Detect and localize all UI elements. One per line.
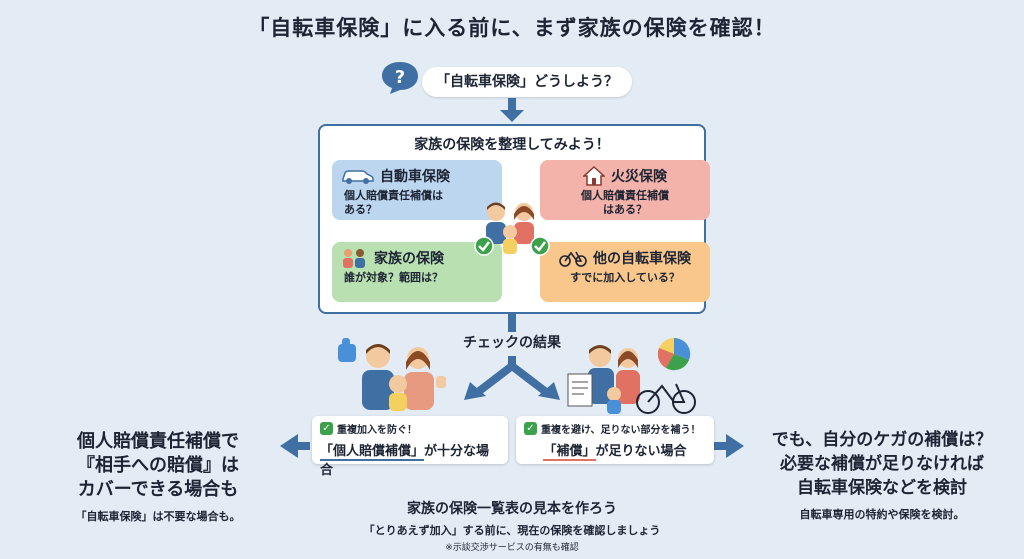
left-line-2: 『相手への賠償』は bbox=[77, 455, 239, 476]
card-sub: 個人賠償責任補償は ある？ bbox=[344, 189, 443, 216]
car-icon bbox=[342, 170, 374, 184]
family-icon bbox=[343, 249, 365, 268]
left-note: 「自転車保険」は不要な場合も。 bbox=[75, 510, 241, 523]
organize-title: 家族の保険を整理してみよう！ bbox=[414, 137, 610, 153]
family-document-illustration bbox=[567, 337, 696, 414]
left-line-1: 個人賠償責任補償で bbox=[77, 431, 239, 452]
result-highlight: 「補償」 bbox=[543, 444, 596, 461]
card-title: 家族の保険 bbox=[374, 251, 444, 267]
card-sub: 誰が対象？範囲は？ bbox=[344, 271, 443, 284]
result-box-sufficient: ✓ 重複加入を防ぐ！ 「個人賠償補償」が十分な場合 bbox=[312, 416, 508, 478]
result-box-insufficient: ✓ 重複を避け、足りない部分を補う！ 「補償」が足りない場合 bbox=[516, 416, 714, 464]
card-title: 他の自転車保険 bbox=[593, 251, 691, 267]
card-sub: 個人賠償責任補償 はある？ bbox=[581, 189, 669, 216]
result-top-text: 重複を避け、足りない部分を補う！ bbox=[541, 425, 701, 436]
bottom-message: 家族の保険一覧表の見本を作ろう 「とりあえず加入」する前に、現在の保険を確認しま… bbox=[300, 498, 724, 553]
right-line-2: 必要な補償が足りなければ bbox=[780, 454, 984, 474]
card-other-bicycle-insurance: 他の自転車保険 すでに加入している？ bbox=[540, 242, 710, 302]
right-note: 自転車専用の特約や保険を検討。 bbox=[799, 508, 965, 521]
bottom-line-3: ※示談交渉サービスの有無も確認 bbox=[445, 543, 579, 553]
question-mark: ? bbox=[395, 67, 405, 88]
house-icon bbox=[583, 166, 605, 186]
result-rest: が足りない場合 bbox=[595, 444, 687, 459]
card-fire-insurance: 火災保険 個人賠償責任補償 はある？ bbox=[540, 160, 710, 220]
page-title: 「自転車保険」に入る前に、まず家族の保険を確認！ bbox=[248, 16, 776, 40]
family-illustration bbox=[486, 202, 534, 254]
family-thumbs-up-illustration bbox=[338, 338, 446, 411]
result-rest: が十分な場合 bbox=[320, 444, 490, 478]
card-family-insurance: 家族の保険 誰が対象？範囲は？ bbox=[332, 242, 502, 302]
card-car-insurance: 自動車保険 個人賠償責任補償は ある？ bbox=[332, 160, 502, 220]
right-conclusion: でも、自分のケガの補償は？ 必要な補償が足りなければ 自転車保険などを検討 自転… bbox=[752, 428, 1012, 522]
card-sub: すでに加入している？ bbox=[570, 271, 680, 284]
right-line-1: でも、自分のケガの補償は？ bbox=[771, 430, 993, 450]
question-text: 「自転車保険」どうしよう？ bbox=[422, 67, 632, 97]
bottom-line-1: 家族の保険一覧表の見本を作ろう bbox=[407, 501, 617, 517]
card-title: 自動車保険 bbox=[380, 169, 450, 185]
left-conclusion: 個人賠償責任補償で 『相手への賠償』は カバーできる場合も 「自転車保険」は不要… bbox=[40, 430, 276, 524]
result-top-text: 重複加入を防ぐ！ bbox=[337, 425, 417, 436]
result-highlight: 「個人賠償補償」 bbox=[320, 444, 425, 461]
result-label: チェックの結果 bbox=[463, 335, 561, 351]
card-title: 火災保険 bbox=[611, 169, 667, 185]
bicycle-icon bbox=[559, 251, 587, 267]
right-line-3: 自転車保険などを検討 bbox=[797, 478, 967, 498]
checkbox-icon: ✓ bbox=[524, 422, 537, 435]
check-badge-icon bbox=[530, 236, 550, 256]
left-line-3: カバーできる場合も bbox=[77, 479, 239, 500]
question-bubble-icon: ? bbox=[382, 62, 418, 94]
checkbox-icon: ✓ bbox=[320, 422, 333, 435]
check-badge-icon bbox=[474, 236, 494, 256]
bottom-line-2: 「とりあえず加入」する前に、現在の保険を確認しましょう bbox=[363, 524, 661, 537]
